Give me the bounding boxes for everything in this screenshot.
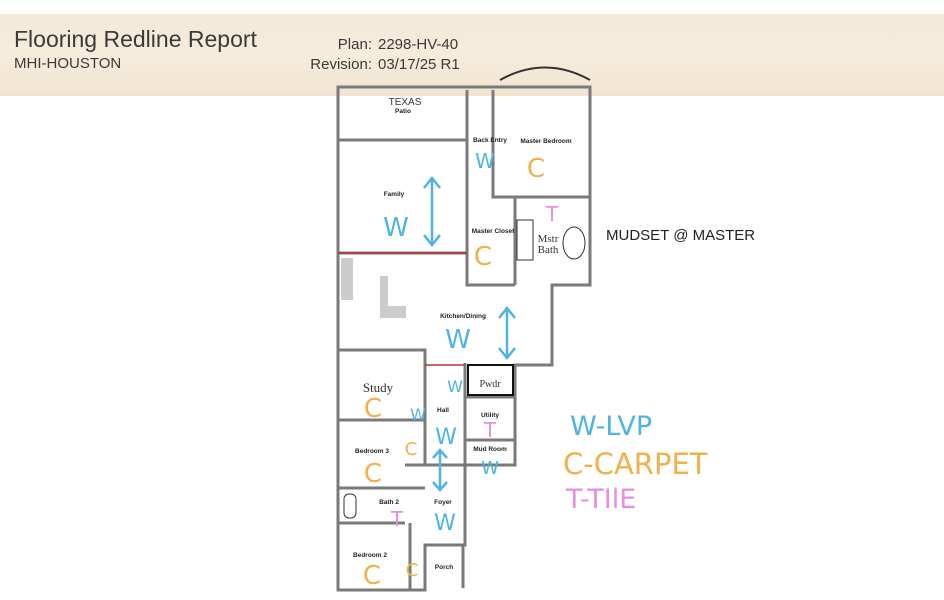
room-foyer: Foyer — [434, 499, 452, 506]
mark-w: W — [475, 149, 495, 173]
mark-w: W — [410, 405, 426, 424]
tile-marks: T T T — [390, 202, 559, 531]
bathtub-icon — [343, 493, 357, 519]
room-patio: Patio — [395, 108, 411, 115]
room-bedroom-3: Bedroom 3 — [355, 448, 389, 455]
kitchen-island — [380, 276, 388, 306]
revision-value: 03/17/25 R1 — [378, 56, 460, 73]
bay-window — [499, 66, 591, 81]
lvp-marks: W W W W W W W W — [383, 149, 499, 536]
mark-w: W — [435, 425, 457, 450]
shower-icon — [516, 219, 534, 261]
legend-lvp: W-LVP — [570, 411, 652, 442]
plan-value: 2298-HV-40 — [378, 36, 459, 53]
mark-c: C — [363, 561, 381, 591]
mark-t: T — [483, 418, 497, 442]
legend-carpet: C-CARPET — [563, 447, 708, 481]
room-powder: Pwdr — [479, 379, 501, 390]
mark-t: T — [545, 202, 559, 226]
carpet-marks: C C C C C C C — [363, 154, 545, 591]
transition-lines — [338, 252, 467, 366]
room-hall: Hall — [437, 407, 449, 414]
room-master-bath: Mstr — [538, 233, 559, 245]
arrow-icon — [498, 305, 516, 361]
kitchen-island-2 — [380, 306, 406, 318]
mark-w: W — [447, 377, 463, 396]
room-kitchen-dining: Kitchen/Dining — [440, 313, 486, 320]
revision-line: Revision: 03/17/25 R1 — [309, 56, 460, 73]
mark-w: W — [434, 511, 456, 536]
mark-w: W — [481, 458, 499, 479]
kitchen-counter — [341, 258, 353, 300]
header-band — [0, 14, 944, 96]
room-study: Study — [363, 380, 394, 395]
powder-room-fixtures — [467, 364, 514, 396]
room-bedroom-2: Bedroom 2 — [353, 552, 387, 559]
room-utility: Utility — [481, 412, 499, 419]
room-back-entry: Back Entry — [473, 137, 507, 144]
arrow-icon — [423, 175, 441, 248]
mark-w: W — [383, 213, 409, 243]
mark-w: W — [445, 325, 471, 355]
room-master-bedroom: Master Bedroom — [520, 138, 572, 145]
room-master-bath-2: Bath — [538, 244, 559, 256]
room-mud-room: Mud Room — [473, 446, 507, 453]
arrow-icon — [432, 448, 448, 492]
room-bath-2: Bath 2 — [379, 499, 399, 506]
report-title: Flooring Redline Report — [14, 26, 257, 52]
room-family: Family — [384, 191, 405, 198]
room-patio-title: TEXAS — [389, 97, 422, 108]
mark-c: C — [406, 560, 419, 581]
revision-label: Revision: — [310, 56, 372, 73]
room-master-closet: Master Closet — [472, 228, 515, 235]
direction-arrows — [423, 175, 516, 492]
mark-c: C — [364, 459, 382, 489]
master-tub-icon — [562, 226, 586, 260]
report-subtitle: MHI-HOUSTON — [14, 55, 122, 72]
walls — [336, 85, 592, 592]
mark-c: C — [527, 154, 545, 184]
mark-t: T — [390, 507, 404, 531]
mark-c: C — [364, 394, 382, 424]
mark-c: C — [474, 242, 492, 272]
mark-c: C — [405, 439, 418, 460]
room-porch: Porch — [435, 564, 453, 571]
legend-tile: T-TIlE — [565, 484, 636, 515]
plan-line: Plan: 2298-HV-40 — [309, 36, 458, 53]
plan-label: Plan: — [337, 36, 372, 53]
mudset-note: MUDSET @ MASTER — [606, 227, 756, 244]
